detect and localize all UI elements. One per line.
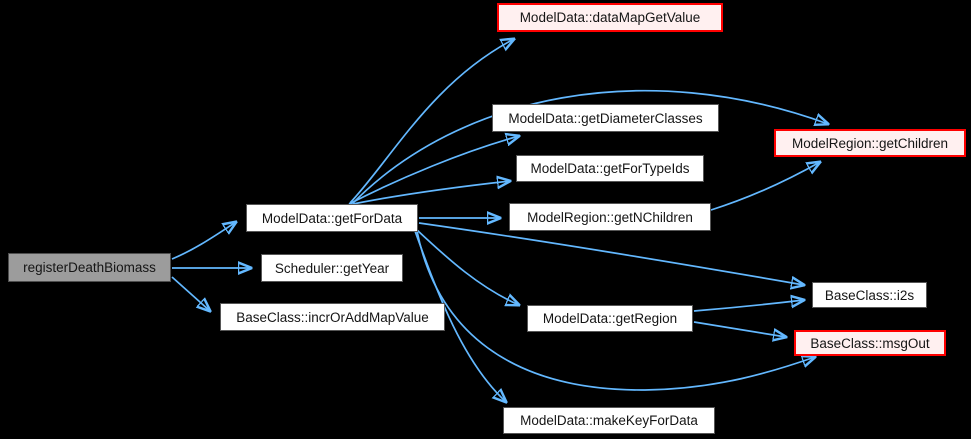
edge-getRegion-i2s bbox=[693, 300, 804, 312]
node-modeldata-makekeyfordata[interactable]: ModelData::makeKeyForData bbox=[503, 407, 715, 434]
edge-getRegion-msgOut bbox=[693, 321, 786, 337]
node-modeldata-getdiameterclasses[interactable]: ModelData::getDiameterClasses bbox=[492, 104, 719, 132]
edge-getForData-getChildren bbox=[352, 89, 828, 204]
node-scheduler-getyear[interactable]: Scheduler::getYear bbox=[261, 254, 403, 282]
node-baseclass-incroraddmapvalue[interactable]: BaseClass::incrOrAddMapValue bbox=[220, 303, 445, 331]
edge-registerDeathBiomass-incrOrAddMapValue bbox=[171, 276, 210, 311]
node-modeldata-getfortypeids[interactable]: ModelData::getForTypeIds bbox=[516, 155, 704, 182]
node-registerDeathBiomass: registerDeathBiomass bbox=[8, 253, 171, 282]
edge-getForData-dataMapGetValue bbox=[349, 39, 514, 204]
edge-registerDeathBiomass-getForData bbox=[171, 222, 236, 260]
node-modelregion-getchildren[interactable]: ModelRegion::getChildren bbox=[774, 129, 966, 157]
node-modeldata-getfordata[interactable]: ModelData::getForData bbox=[246, 204, 418, 232]
edge-getNChildren-getChildren bbox=[710, 162, 820, 211]
node-modelregion-getnchildren[interactable]: ModelRegion::getNChildren bbox=[509, 203, 711, 231]
node-baseclass-msgout[interactable]: BaseClass::msgOut bbox=[794, 330, 946, 356]
edge-getForData-i2s bbox=[418, 222, 804, 285]
edge-getForData-makeKeyForData bbox=[414, 230, 506, 402]
edge-getForData-getRegion bbox=[416, 229, 519, 305]
node-modeldata-datamapgetvalue[interactable]: ModelData::dataMapGetValue bbox=[497, 3, 723, 32]
edge-getForData-msgOut bbox=[416, 230, 815, 391]
edge-getForData-getForTypeIds bbox=[347, 181, 510, 206]
node-baseclass-i2s[interactable]: BaseClass::i2s bbox=[812, 282, 927, 308]
edge-getForData-getDiameterClasses bbox=[348, 136, 519, 205]
node-modeldata-getregion[interactable]: ModelData::getRegion bbox=[527, 305, 693, 332]
